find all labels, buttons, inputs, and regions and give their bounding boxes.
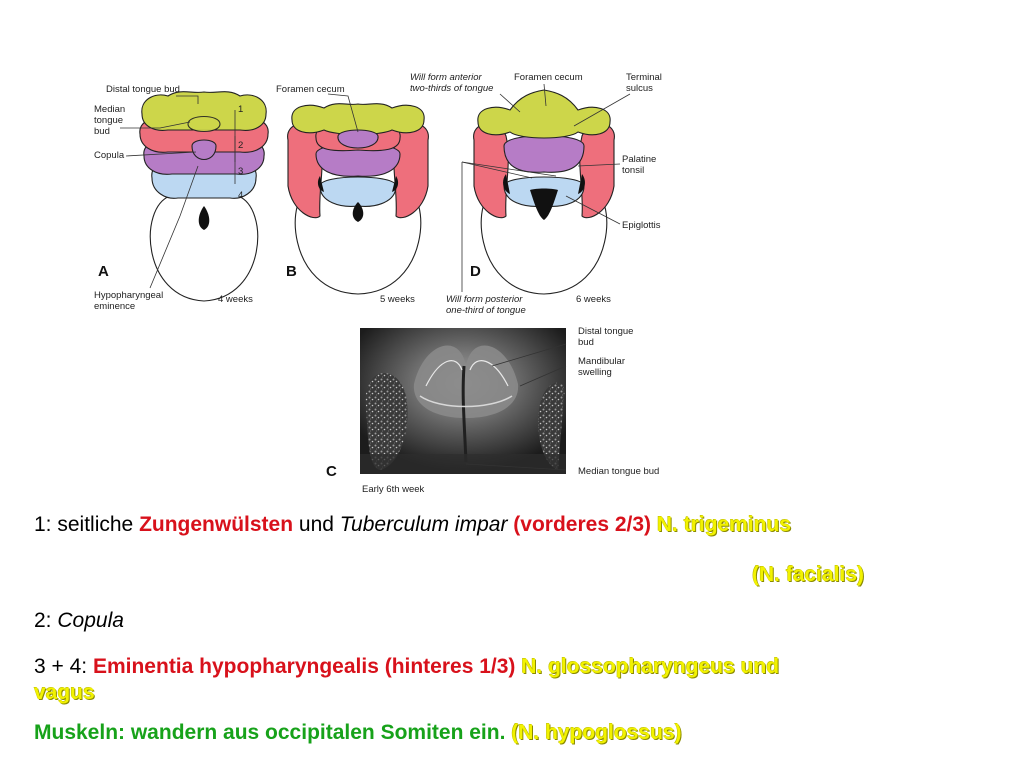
label-hypopharyngeal-2: eminence <box>94 301 135 312</box>
term-hypoglossus: (N. hypoglossus) <box>505 721 682 744</box>
arch-number-3: 3 <box>238 166 243 177</box>
label-distal-2-c: bud <box>578 337 594 348</box>
label-median-tongue-bud-1: Median <box>94 104 125 115</box>
label-foramen-cecum-b: Foramen cecum <box>276 84 345 95</box>
label-median-tongue-bud-3: bud <box>94 126 110 137</box>
panel-a-diagram <box>139 91 269 302</box>
label-epiglottis: Epiglottis <box>622 220 661 231</box>
panel-a-median-bud <box>187 115 221 133</box>
panel-b-arch-4 <box>319 176 397 207</box>
panel-c-right-swelling <box>538 382 565 470</box>
age-label-b: 5 weeks <box>380 294 415 305</box>
label-anterior-1: Will form anterior <box>410 72 483 83</box>
label-distal-tongue-bud-a: Distal tongue bud <box>106 84 180 95</box>
term-glossopharyngeus: N. glossopharyngeus und <box>515 655 780 678</box>
panel-b-median-purple <box>337 129 379 149</box>
caption-line-4b: vagus <box>34 680 95 706</box>
label-posterior-1: Will form posterior <box>446 294 523 305</box>
label-mandibular-2: swelling <box>578 367 612 378</box>
label-terminal-1: Terminal <box>626 72 662 83</box>
panel-a-laryngeal-opening <box>198 206 210 230</box>
line1-prefix: 1: seitliche <box>34 513 140 536</box>
arch-number-2: 2 <box>238 140 243 151</box>
panel-letter-d: D <box>470 263 481 280</box>
label-terminal-2: sulcus <box>626 83 653 94</box>
label-copula: Copula <box>94 150 125 161</box>
line4-prefix: 3 + 4: <box>34 655 93 678</box>
term-muskeln: Muskeln: wandern aus occipitalen Somiten… <box>34 721 506 744</box>
panel-c-micrograph <box>360 328 567 474</box>
age-label-c: Early 6th week <box>362 484 425 495</box>
term-vagus: vagus <box>34 681 95 704</box>
age-label-d: 6 weeks <box>576 294 611 305</box>
panel-b-epiglottis-opening <box>352 202 364 222</box>
panel-d-labels: Will form anterior two-thirds of tongue … <box>410 72 662 316</box>
line3-prefix: 2: <box>34 609 58 632</box>
panel-a-labels: 1 2 3 4 Distal tongue bud Median tongue … <box>94 84 253 312</box>
line1-und: und <box>293 513 340 536</box>
term-tuberculum-impar: Tuberculum impar <box>339 513 508 536</box>
panel-b-diagram <box>287 103 429 295</box>
panel-letter-a: A <box>98 263 109 280</box>
panel-b-distal-bud <box>291 103 425 135</box>
label-posterior-2: one-third of tongue <box>446 305 526 316</box>
label-palatine-2: tonsil <box>622 165 644 176</box>
tongue-development-figure: 1 2 3 4 Distal tongue bud Median tongue … <box>80 66 676 502</box>
term-zungenwuelsten: Zungenwülsten <box>139 513 294 536</box>
panel-d-epiglottis-opening <box>530 188 558 220</box>
panel-d-arch-3 <box>503 135 585 173</box>
panel-c-left-swelling <box>365 373 408 470</box>
caption-line-2: (N. facialis) <box>752 562 864 588</box>
label-median-tongue-bud-c: Median tongue bud <box>578 466 659 477</box>
term-trigeminus: N. trigeminus <box>651 513 792 536</box>
panel-letter-b: B <box>286 263 297 280</box>
term-facialis: (N. facialis) <box>752 563 865 586</box>
label-anterior-2: two-thirds of tongue <box>410 83 493 94</box>
panel-a-copula <box>191 139 217 161</box>
label-hypopharyngeal-1: Hypopharyngeal <box>94 290 163 301</box>
panel-c-distal-buds <box>413 345 519 418</box>
caption-line-5: Muskeln: wandern aus occipitalen Somiten… <box>34 720 682 746</box>
label-median-tongue-bud-2: tongue <box>94 115 123 126</box>
arch-number-4: 4 <box>238 190 243 201</box>
panel-b-labels: Foramen cecum B 5 weeks <box>276 84 415 305</box>
caption-line-3: 2: Copula <box>34 608 124 634</box>
age-label-a: 4 weeks <box>218 294 253 305</box>
caption-line-1: 1: seitliche Zungenwülsten und Tuberculu… <box>34 512 791 538</box>
label-foramen-cecum-d: Foramen cecum <box>514 72 583 83</box>
arch-number-1: 1 <box>238 104 243 115</box>
term-eminentia: Eminentia hypopharyngealis (hinteres 1/3… <box>92 655 516 678</box>
panel-letter-c: C <box>326 463 337 480</box>
label-mandibular-1: Mandibular <box>578 356 625 367</box>
label-palatine-1: Palatine <box>622 154 656 165</box>
term-vorderes: (vorderes 2/3) <box>507 513 652 536</box>
caption-line-4: 3 + 4: Eminentia hypopharyngealis (hinte… <box>34 654 779 680</box>
panel-c-labels: Distal tongue bud Mandibular swelling Me… <box>326 326 659 495</box>
term-copula: Copula <box>57 609 124 632</box>
label-distal-1-c: Distal tongue <box>578 326 633 337</box>
panel-d-diagram <box>461 89 615 295</box>
